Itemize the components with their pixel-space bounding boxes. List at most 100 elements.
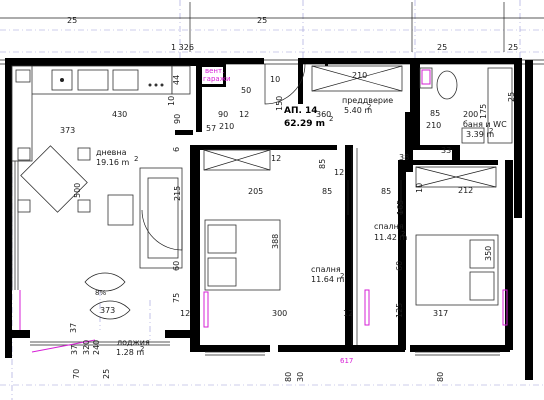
dim-top-a: 25 [67, 16, 77, 25]
dim-360: 360 [316, 110, 331, 119]
dim-top-e: 25 [508, 43, 518, 52]
bath-area: 3.39 m [466, 130, 494, 139]
dim-30: 30 [296, 372, 305, 382]
hall-area: 5.40 m [344, 106, 372, 115]
dim-165: 165 [396, 200, 405, 215]
dim-60a: 60 [172, 261, 181, 271]
loggia-name: лоджия [117, 338, 150, 347]
dim-150: 150 [275, 96, 284, 111]
dim-33: 33 [441, 146, 451, 155]
dim-60b: 60 [395, 261, 404, 271]
dim-70: 70 [72, 369, 81, 379]
bed-2 [415, 234, 508, 326]
living-area: 19.16 m [96, 158, 129, 167]
walls [5, 58, 533, 380]
dim-38: 38 [399, 153, 409, 162]
dim-12c: 12 [334, 168, 344, 177]
dim-top-b: 1 326 [171, 43, 194, 52]
wardrobes [203, 65, 497, 188]
dim-212: 212 [458, 186, 473, 195]
vent-shaft-label: вент. гаражи [203, 67, 231, 83]
living-area-sup: 2 [134, 155, 138, 163]
dim-10c: 10 [415, 183, 424, 193]
hall-name: преддверие [342, 96, 393, 105]
dim-617: 617 [340, 357, 353, 365]
dim-10: 10 [167, 96, 176, 106]
dim-25b: 25 [102, 369, 111, 379]
dim-500: 500 [73, 183, 82, 198]
top-slab-lines [0, 2, 544, 65]
dim-75: 75 [172, 293, 181, 303]
dim-37b: 37 [70, 345, 79, 355]
dim-top-d: 25 [437, 43, 447, 52]
dim-25r: 25 [507, 92, 516, 102]
dim-210b: 210 [352, 71, 367, 80]
dim-12d: 12 [180, 309, 190, 318]
dim-37a: 37 [69, 323, 78, 333]
dim-210c: 210 [426, 121, 441, 130]
dim-240: 240 [92, 340, 101, 355]
bed1-name: спалня [311, 265, 341, 274]
dim-350: 350 [484, 246, 493, 261]
windows [11, 150, 500, 356]
bed-1 [203, 219, 281, 328]
dim-44: 44 [172, 75, 181, 85]
vent-label-line1: вент. [205, 67, 224, 75]
dim-205: 205 [248, 187, 263, 196]
dim-215: 215 [173, 186, 182, 201]
loggia-area-sup: 2 [140, 345, 144, 353]
dim-210a: 210 [219, 122, 234, 131]
bathroom-fixtures [419, 67, 513, 144]
dimension-labels: 25 1 326 25 25 25 430 373 373 500 44 90 … [60, 16, 518, 382]
dim-90b: 90 [218, 110, 228, 119]
kitchen-counter [11, 65, 191, 162]
dim-85c: 85 [318, 159, 327, 169]
dim-85d: 85 [381, 187, 391, 196]
vent-label-line2: гаражи [203, 75, 231, 83]
dim-85b: 85 [322, 187, 332, 196]
dining-table [17, 145, 91, 213]
loggia-area: 1.28 m [116, 348, 144, 357]
dim-85a: 85 [430, 109, 440, 118]
dim-80a: 80 [284, 372, 293, 382]
dim-388: 388 [271, 234, 280, 249]
dim-12b: 12 [271, 154, 281, 163]
living-name: дневна [96, 148, 127, 157]
bed1-area: 11.64 m [311, 275, 344, 284]
dim-125: 125 [395, 303, 404, 318]
dim-430: 430 [112, 110, 127, 119]
rug-ornament [84, 272, 131, 320]
dim-317: 317 [433, 309, 448, 318]
dim-90a: 90 [173, 114, 182, 124]
bed1-area-sup: 2 [340, 272, 344, 280]
bed2-area: 11.42 m [374, 233, 407, 242]
sofa [107, 167, 183, 269]
dim-10b: 10 [270, 75, 280, 84]
apartment-title: АП. 14 [284, 106, 318, 116]
bath-area-sup: 2 [489, 127, 493, 135]
dim-373: 373 [60, 126, 75, 135]
bath-name: баня и WC [463, 120, 507, 129]
dim-8pct: 8% [95, 289, 106, 297]
room-labels: АП. 14 62.29 m 2 дневна 19.16 m 2 преддв… [96, 96, 507, 357]
dim-320: 320 [82, 340, 91, 355]
dim-57: 57 [206, 124, 216, 133]
apartment-area: 62.29 m [284, 119, 325, 129]
hall-area-sup: 2 [367, 103, 371, 111]
dim-12a: 12 [239, 110, 249, 119]
dim-300: 300 [272, 309, 287, 318]
apartment-area-sup: 2 [329, 115, 333, 123]
bed2-name: спалня [374, 222, 404, 231]
dim-175: 175 [479, 104, 488, 119]
dim-80b: 80 [436, 372, 445, 382]
dim-200: 200 [463, 110, 478, 119]
dim-6: 6 [172, 147, 181, 152]
dim-12e: 12 [343, 309, 353, 318]
bed2-area-sup: 2 [401, 230, 405, 238]
dim-top-c: 25 [257, 16, 267, 25]
door-swings [141, 63, 402, 345]
dim-50: 50 [241, 86, 251, 95]
dim-373b: 373 [100, 306, 115, 315]
sill-markers [19, 289, 370, 353]
